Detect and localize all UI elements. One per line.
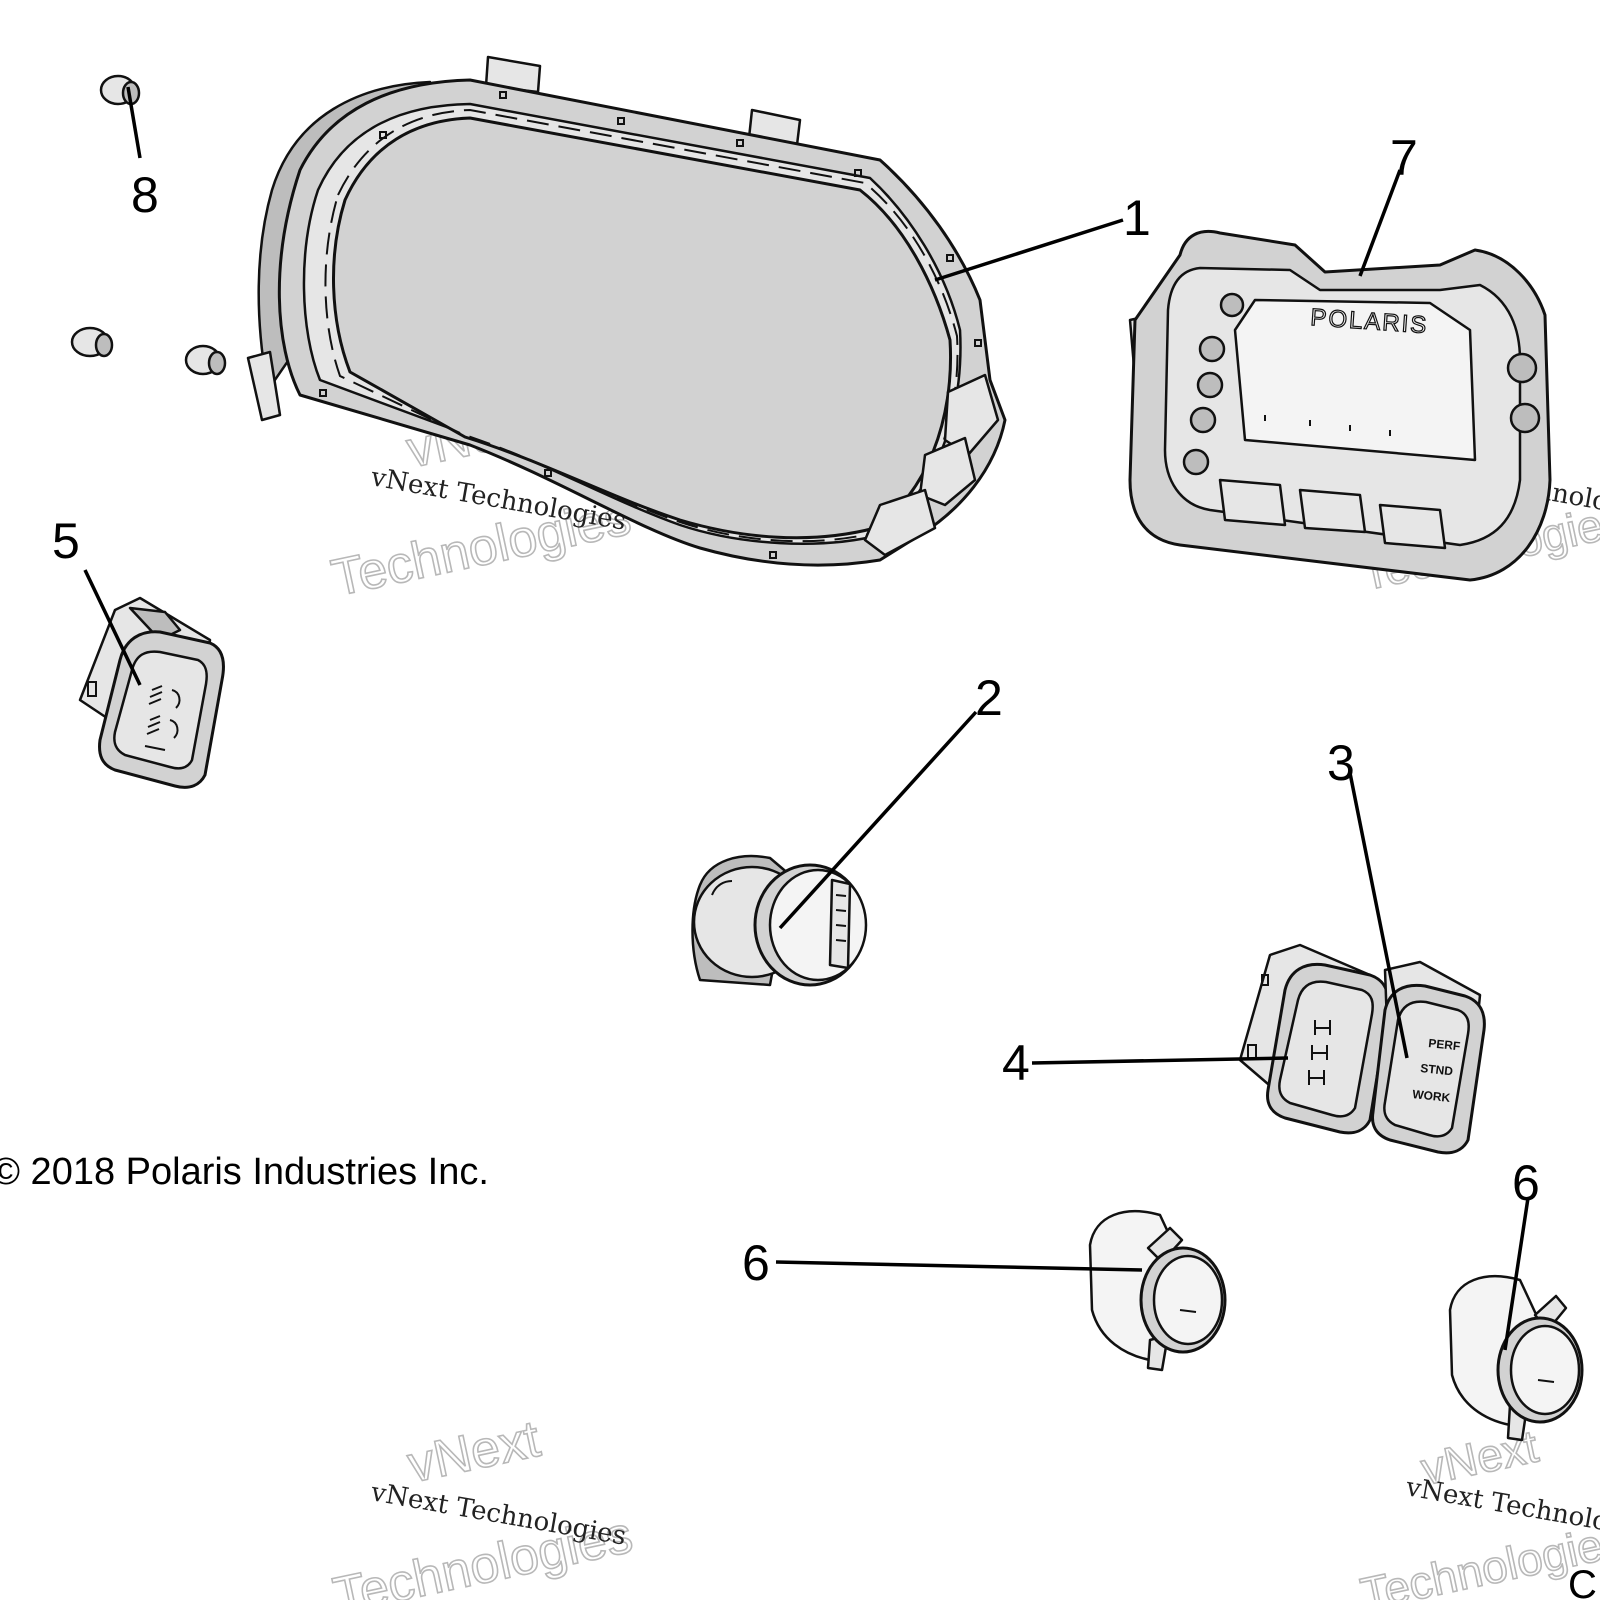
callout-3: 3 <box>1327 735 1355 791</box>
callout-4: 4 <box>1002 1035 1030 1091</box>
leader-lines <box>83 86 1530 1351</box>
leader-line-6-a <box>775 1260 1143 1272</box>
ignition-switch-part-2 <box>691 854 868 987</box>
page-code: C <box>1568 1563 1597 1600</box>
copyright-notice: © 2018 Polaris Industries Inc. <box>0 1151 489 1193</box>
screw-part-8 <box>99 74 141 106</box>
screw-part-8-c <box>184 344 227 376</box>
indicator-light-part-6-a <box>1088 1210 1227 1372</box>
leader-line-8 <box>126 86 142 159</box>
callout-7: 7 <box>1390 130 1418 186</box>
callout-5: 5 <box>52 513 80 569</box>
callout-8: 8 <box>131 167 159 223</box>
leader-line-3 <box>1348 772 1409 1059</box>
screw-part-8-b <box>70 326 114 358</box>
callout-6-a: 6 <box>742 1235 770 1291</box>
leader-line-5 <box>83 569 142 686</box>
mode-label-work: WORK <box>1412 1087 1452 1105</box>
rocker-switch-part-3: PERF STND WORK <box>1371 960 1486 1155</box>
instrument-cluster-part-1 <box>246 55 1007 567</box>
indicator-light-part-6-b <box>1448 1275 1584 1442</box>
rocker-switch-part-5 <box>78 596 225 789</box>
leader-line-1 <box>934 218 1124 282</box>
leader-line-6-b <box>1503 1197 1530 1351</box>
rocker-switch-part-4 <box>1238 943 1390 1135</box>
callout-6-b: 6 <box>1512 1155 1540 1211</box>
leader-line-7 <box>1358 169 1402 277</box>
callout-1: 1 <box>1123 190 1151 246</box>
mode-label-perf: PERF <box>1428 1036 1461 1053</box>
display-gauge-part-7: POLARIS <box>1128 230 1552 582</box>
callout-2: 2 <box>975 670 1003 726</box>
leader-line-2 <box>778 710 978 930</box>
watermark-outline-top-bottom: vNext <box>403 1410 546 1494</box>
leader-line-4 <box>1031 1056 1289 1065</box>
mode-label-stnd: STND <box>1420 1061 1454 1078</box>
